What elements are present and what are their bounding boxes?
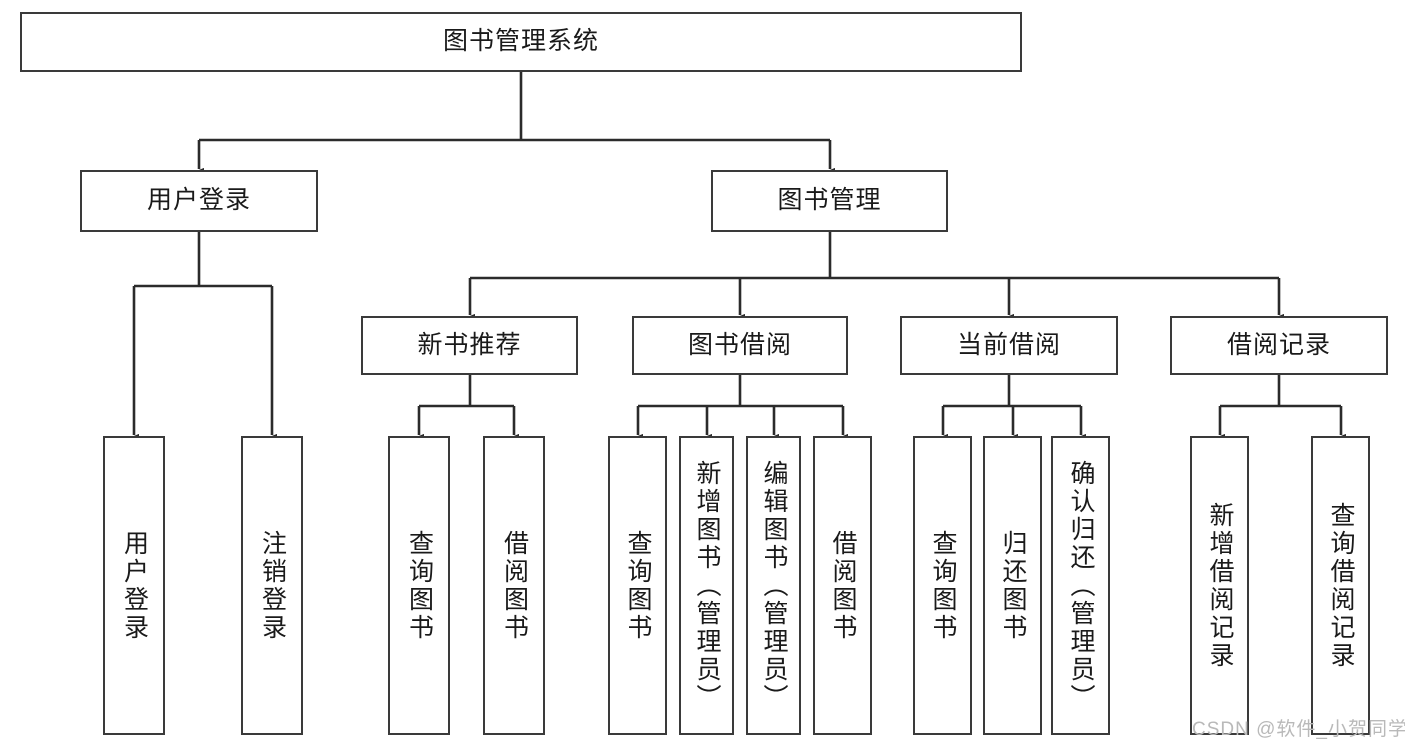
node-leaf_query_record: 查询借阅记录 — [1311, 436, 1370, 735]
node-leaf_borrow_book_b: 借阅图书 — [813, 436, 872, 735]
node-label: 用户登录 — [146, 186, 251, 215]
node-leaf_query_book_b: 查询图书 — [608, 436, 667, 735]
edge-paths — [128, 72, 1347, 443]
node-leaf_edit_book: 编辑图书（管理员） — [746, 436, 801, 735]
node-label: 借阅记录 — [1226, 330, 1331, 359]
node-label: 新增借阅记录 — [1206, 501, 1234, 670]
node-leaf_confirm_ret: 确认归还（管理员） — [1051, 436, 1110, 735]
node-book_borrow: 图书借阅 — [632, 316, 848, 375]
node-leaf_query_book_c: 查询图书 — [913, 436, 972, 735]
node-label: 查询借阅记录 — [1327, 501, 1355, 670]
node-leaf_add_record: 新增借阅记录 — [1190, 436, 1249, 735]
node-label: 编辑图书（管理员） — [760, 459, 788, 712]
node-label: 用户登录 — [120, 529, 149, 642]
node-label: 查询图书 — [929, 529, 957, 642]
node-label: 查询图书 — [624, 529, 652, 642]
node-leaf_user_logout: 注销登录 — [241, 436, 303, 735]
node-user_login: 用户登录 — [80, 170, 318, 232]
node-borrow_record: 借阅记录 — [1170, 316, 1388, 375]
node-label: 借阅图书 — [829, 529, 857, 642]
node-book_mgmt: 图书管理 — [711, 170, 948, 232]
node-label: 新书推荐 — [417, 330, 522, 359]
node-label: 借阅图书 — [500, 529, 529, 642]
node-leaf_query_book_a: 查询图书 — [388, 436, 450, 735]
node-new_book_rec: 新书推荐 — [361, 316, 578, 375]
node-leaf_borrow_book_a: 借阅图书 — [483, 436, 545, 735]
node-label: 当前借阅 — [956, 330, 1061, 359]
node-label: 图书管理 — [777, 186, 882, 215]
node-label: 新增图书（管理员） — [693, 459, 721, 712]
node-leaf_return_book: 归还图书 — [983, 436, 1042, 735]
node-leaf_user_login: 用户登录 — [103, 436, 165, 735]
watermark: CSDN @软件_小贺同学 — [1192, 719, 1405, 740]
node-label: 注销登录 — [258, 529, 287, 642]
node-current_borrow: 当前借阅 — [900, 316, 1118, 375]
node-label: 归还图书 — [999, 529, 1027, 642]
node-label: 查询图书 — [405, 529, 434, 642]
node-root: 图书管理系统 — [20, 12, 1022, 72]
node-label: 确认归还（管理员） — [1067, 459, 1095, 712]
node-leaf_add_book: 新增图书（管理员） — [679, 436, 734, 735]
node-label: 图书管理系统 — [442, 27, 599, 56]
node-label: 图书借阅 — [687, 330, 792, 359]
